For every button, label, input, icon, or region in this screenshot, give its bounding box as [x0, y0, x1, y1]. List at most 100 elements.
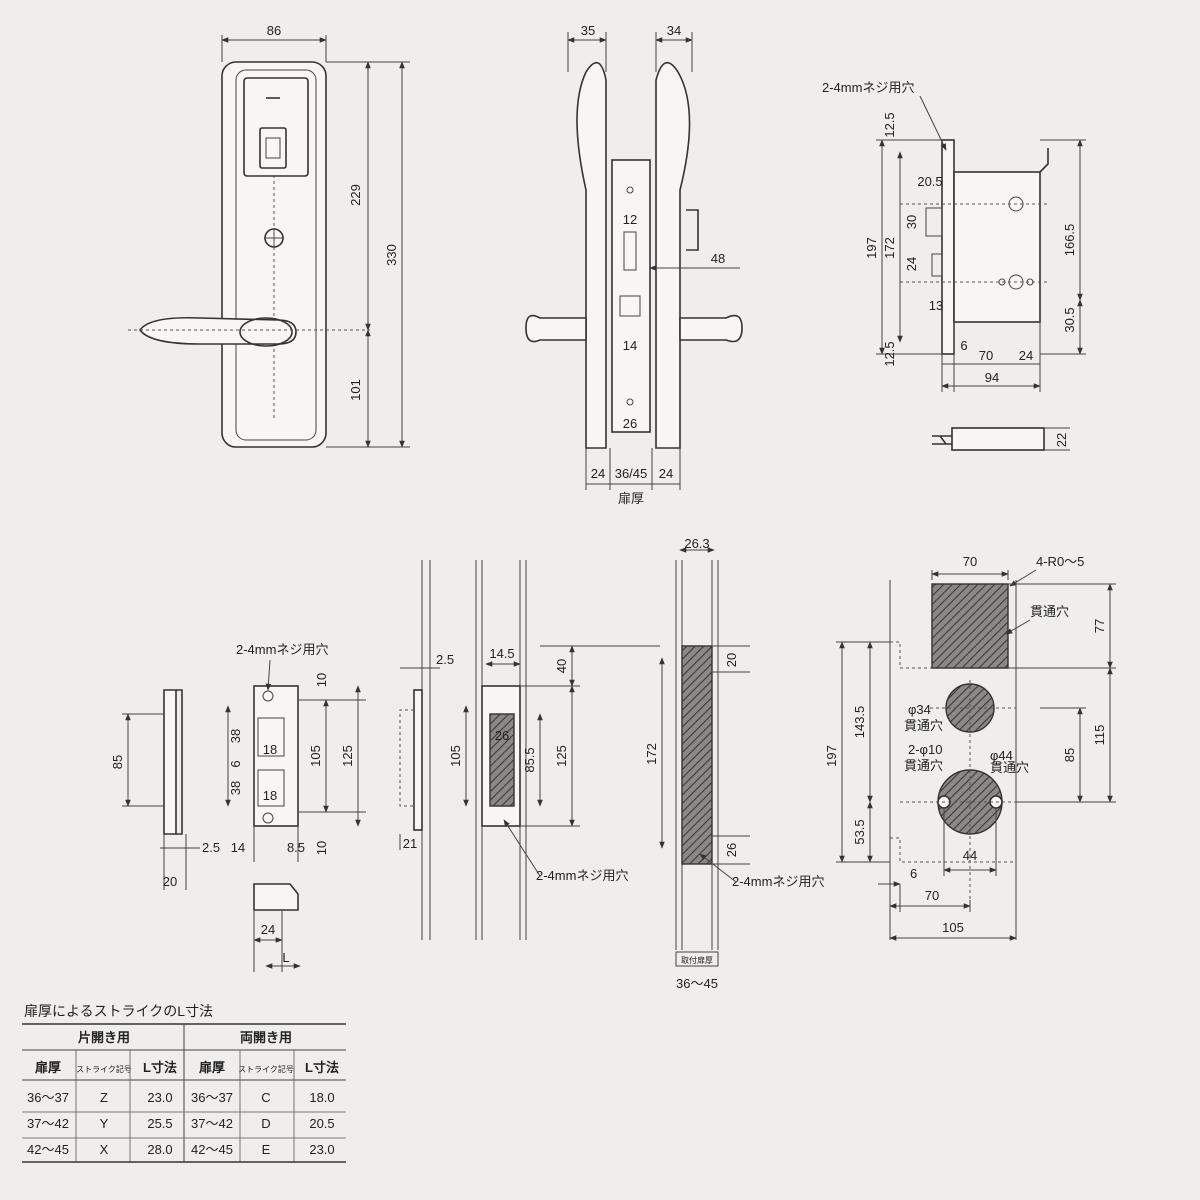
dim-strike-8_5: 8.5: [287, 840, 305, 855]
edge-prep-view: 26.3 20 172 26 2-4mmネジ用穴 取付扉厚 36～45: [644, 536, 824, 991]
cutout-through-label: 貫通穴: [1030, 604, 1069, 619]
edge-mortise-cut: [681, 645, 713, 865]
front-view: 86 229 330 101: [128, 23, 410, 448]
dim-lock-30_5: 30.5: [1062, 307, 1077, 332]
dim-strike-18a: 18: [263, 742, 277, 757]
table-cell: 36～37: [27, 1090, 69, 1105]
dim-strike-85: 85: [110, 755, 125, 769]
thumbturn-bracket: [686, 209, 699, 251]
dim-side-12: 12: [623, 212, 637, 227]
table-cell: 25.5: [147, 1116, 172, 1131]
side-view: 35 34 12 48 14 26 24 36/45 24 扉厚: [525, 23, 743, 506]
mortise-pocket: [489, 713, 515, 807]
dim-edge-172: 172: [644, 743, 659, 765]
dim-edge-range: 36～45: [676, 976, 718, 991]
dim-strike-38b: 38: [228, 781, 243, 795]
dim-cutout-6: 6: [910, 866, 917, 881]
dim-lock-166_5: 166.5: [1062, 224, 1077, 257]
cutout-phi34: φ34: [908, 702, 931, 717]
dim-side-b24b: 24: [659, 466, 673, 481]
table-cell: C: [261, 1090, 270, 1105]
door-thickness-label: 扉厚: [618, 491, 644, 506]
spindle-hub: [619, 295, 641, 317]
strike-view: 85 2.5 20 2-4mmネジ用穴 10 38 18 6 38 18 105…: [110, 642, 366, 972]
faceplate: [941, 139, 955, 355]
dim-lock-30: 30: [904, 215, 919, 229]
table-header-cell: 扉厚: [35, 1060, 61, 1075]
dim-side-26: 26: [623, 416, 637, 431]
dim-cutout-70: 70: [963, 554, 977, 569]
dim-lock-22: 22: [1054, 433, 1069, 447]
table-cell: E: [262, 1142, 271, 1157]
mortise-strike-plate: [413, 689, 423, 831]
edge-screw-label: 2-4mmネジ用穴: [732, 874, 824, 889]
cutout-holes10: 2-φ10: [908, 742, 942, 757]
side-lever-left: [525, 314, 587, 343]
dim-cutout-143_5: 143.5: [852, 706, 867, 739]
dim-strike-105: 105: [308, 745, 323, 767]
dim-strike-2_5: 2.5: [202, 840, 220, 855]
dim-strike-125: 125: [340, 745, 355, 767]
dim-lock-94: 94: [985, 370, 999, 385]
dim-cutout-115: 115: [1092, 725, 1107, 746]
table-cell: 37～42: [27, 1116, 69, 1131]
dim-strike-14: 14: [231, 840, 245, 855]
latch-bolt: [623, 231, 637, 271]
side-lever-right: [679, 314, 743, 343]
key-module: [259, 127, 287, 169]
table-cell: Z: [100, 1090, 108, 1105]
dim-strike-18b: 18: [263, 788, 277, 803]
table-cell: 18.0: [309, 1090, 334, 1105]
dim-cutout-197: 197: [824, 745, 839, 767]
dim-cutout-105: 105: [942, 920, 964, 935]
dim-side-left: 35: [581, 23, 595, 38]
table-title: 扉厚によるストライクのL寸法: [24, 1003, 213, 1019]
table-cell: 37～42: [191, 1116, 233, 1131]
table-cell: 42～45: [27, 1142, 69, 1157]
dim-lock-70: 70: [979, 348, 993, 363]
dim-lock-6: 6: [960, 338, 967, 353]
dim-side-right: 34: [667, 23, 681, 38]
table-group-single: 片開き用: [78, 1030, 130, 1045]
dim-lock-13: 13: [929, 298, 943, 313]
dim-lock-24: 24: [904, 257, 919, 271]
dim-cutout-44: 44: [963, 848, 977, 863]
mortise-view: 2.5 21 26 14.5 105 85.5 125 40 2-4mmネジ用穴: [399, 560, 660, 940]
cutout-radius-label: 4-R0～5: [1036, 554, 1084, 569]
dim-edge-20: 20: [724, 653, 739, 667]
table-cell: 20.5: [309, 1116, 334, 1131]
cylinder-bore: [945, 683, 995, 733]
lever-handle: [139, 316, 297, 345]
escutcheon-inner-plate: [235, 69, 317, 441]
table-cell: D: [261, 1116, 270, 1131]
dim-lock-172: 172: [882, 237, 897, 259]
edge-door-thickness-label: 取付扉厚: [681, 955, 713, 965]
side-inner-trim: [655, 62, 691, 449]
mortise-screw-label: 2-4mmネジ用穴: [536, 868, 628, 883]
table-header-cell: ストライク記号: [238, 1064, 294, 1074]
dim-edge-26_3: 26.3: [684, 536, 709, 551]
dim-side-b24a: 24: [591, 466, 605, 481]
dim-mortise-125: 125: [554, 745, 569, 767]
table-cell: 42～45: [191, 1142, 233, 1157]
cutout-through-hole: [931, 583, 1009, 669]
table-cell: 23.0: [147, 1090, 172, 1105]
dim-mortise-21: 21: [403, 836, 417, 851]
dim-strike-6: 6: [228, 760, 243, 767]
card-reader-window: [243, 77, 309, 177]
strike-side-profile: [163, 689, 177, 835]
dim-mortise-40: 40: [554, 659, 569, 673]
dim-side-48: 48: [711, 251, 725, 266]
dim-side-door: 36/45: [615, 466, 648, 481]
strike-screw-label: 2-4mmネジ用穴: [236, 642, 328, 657]
dim-mortise-85_5: 85.5: [522, 747, 537, 772]
cutout-phi44: φ44: [990, 748, 1013, 763]
strike-bolt-opening: [257, 769, 285, 807]
table-header-cell: L寸法: [305, 1060, 339, 1075]
dim-strike-10a: 10: [314, 673, 329, 687]
dim-cutout-85: 85: [1062, 748, 1077, 762]
dim-front-lower: 101: [348, 379, 363, 401]
dim-front-width: 86: [267, 23, 281, 38]
